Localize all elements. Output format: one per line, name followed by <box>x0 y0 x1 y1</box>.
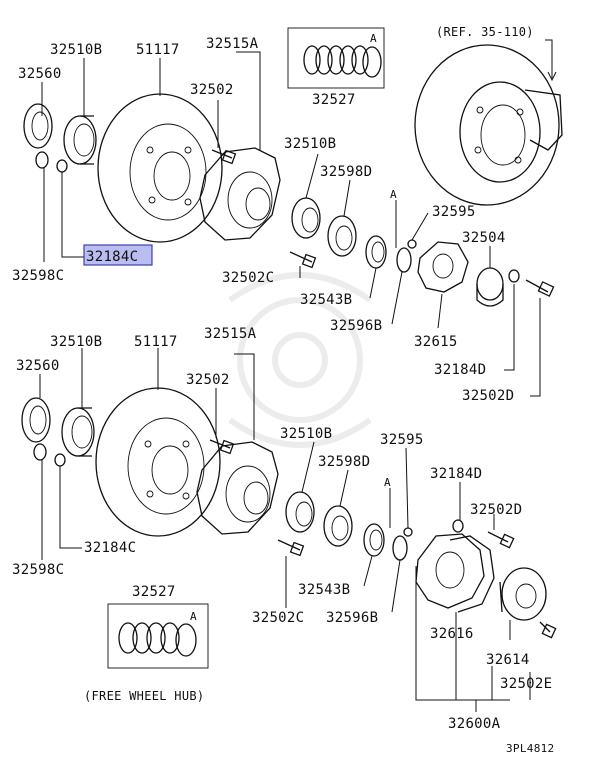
stud-bolt-32502C-upper[interactable] <box>289 251 317 269</box>
ring-32596B-lower[interactable] <box>392 535 408 561</box>
upper-label-32543B: 32543B <box>300 292 352 308</box>
upper-label-32598D: 32598D <box>320 164 372 180</box>
upper-label-51117: 51117 <box>136 42 180 58</box>
lower-label-32560: 32560 <box>16 358 60 374</box>
rotor-disc-upper[interactable] <box>97 93 223 243</box>
upper-label-32184C[interactable]: 32184C <box>86 249 138 265</box>
nut-32184C-lower[interactable] <box>54 453 66 467</box>
upper-mark-A: A <box>390 188 397 201</box>
lower-label-32614: 32614 <box>486 652 530 668</box>
pin-32595-upper[interactable] <box>407 239 417 249</box>
plug-32598C-upper[interactable] <box>35 151 49 169</box>
upper-label-32502: 32502 <box>190 82 234 98</box>
lower-label-32502C: 32502C <box>252 610 304 626</box>
lower-label-32598C: 32598C <box>12 562 64 578</box>
oil-seal-upper[interactable] <box>23 103 53 149</box>
oil-seal-lower[interactable] <box>21 397 51 443</box>
stud-bolt-32502-upper[interactable] <box>211 149 237 165</box>
upper-label-32515A: 32515A <box>206 36 259 52</box>
hub-32515A-lower[interactable] <box>196 441 279 535</box>
upper-assembly: 32510B 51117 32515A 32527 (REF. 35-110) … <box>12 25 563 404</box>
bearing-32510B-upper-2[interactable] <box>291 197 321 239</box>
upper-leader-lines <box>41 51 541 397</box>
cap-32504-upper[interactable] <box>476 267 504 307</box>
lower-label-32598D: 32598D <box>318 454 370 470</box>
upper-label-32502D: 32502D <box>462 388 514 404</box>
upper-label-ref: (REF. 35-110) <box>436 25 534 39</box>
upper-label-32502C: 32502C <box>222 270 274 286</box>
bolt-32502D-lower[interactable] <box>487 531 515 549</box>
lower-label-32502E: 32502E <box>500 676 552 692</box>
lower-label-32502: 32502 <box>186 372 230 388</box>
upper-label-32595: 32595 <box>432 204 476 220</box>
stud-bolt-32502C-lower[interactable] <box>277 539 305 557</box>
washer-32543B-upper[interactable] <box>365 235 387 269</box>
lower-label-51117: 51117 <box>134 334 178 350</box>
flange-32615-upper[interactable] <box>417 241 469 293</box>
upper-label-32615: 32615 <box>414 334 458 350</box>
highlight-32184C[interactable] <box>83 244 153 266</box>
bearing-32510B-upper[interactable] <box>63 115 97 165</box>
reference-rotor[interactable] <box>414 39 563 206</box>
nut-32184D-upper[interactable] <box>508 269 520 283</box>
upper-kit-mark-A: A <box>370 32 377 45</box>
plug-32598C-lower[interactable] <box>33 443 47 461</box>
upper-label-32504: 32504 <box>462 230 506 246</box>
lower-label-32184C: 32184C <box>84 540 136 556</box>
diagram-code: 3PL4812 <box>506 742 554 755</box>
hub-32614[interactable] <box>499 567 547 621</box>
upper-label-32596B: 32596B <box>330 318 382 334</box>
pin-32595-lower[interactable] <box>403 527 413 537</box>
lower-leader-lines <box>39 348 531 712</box>
bearing-32510B-lower[interactable] <box>61 407 95 457</box>
lower-label-32600A: 32600A <box>448 716 501 732</box>
stud-bolt-32502-lower[interactable] <box>209 439 235 455</box>
upper-label-32560: 32560 <box>18 66 62 82</box>
bolt-32502D-upper[interactable] <box>525 279 555 297</box>
lower-assembly: 32510B 51117 32515A 32560 32502 32510B 3… <box>12 326 557 732</box>
nut-32184C-upper[interactable] <box>56 159 68 173</box>
lower-label-free-wheel-hub: (FREE WHEEL HUB) <box>84 689 204 703</box>
lower-label-32596B: 32596B <box>326 610 378 626</box>
upper-label-32184D: 32184D <box>434 362 486 378</box>
lower-label-32616: 32616 <box>430 626 474 642</box>
bolt-32502E[interactable] <box>539 621 557 639</box>
kit-box-upper[interactable] <box>287 27 385 89</box>
lower-mark-A: A <box>384 476 391 489</box>
ring-32596B-upper[interactable] <box>396 247 412 273</box>
upper-label-32598C: 32598C <box>12 268 64 284</box>
lower-kit-mark-A: A <box>190 610 197 623</box>
lower-label-32502D: 32502D <box>470 502 522 518</box>
lower-label-32510B-2: 32510B <box>280 426 332 442</box>
upper-label-32510B-2: 32510B <box>284 136 336 152</box>
lower-label-32515A: 32515A <box>204 326 257 342</box>
hub-32515A-upper[interactable] <box>199 147 281 241</box>
upper-label-32527: 32527 <box>312 92 356 108</box>
lower-label-32184D: 32184D <box>430 466 482 482</box>
kit-box-lower[interactable] <box>107 603 209 669</box>
bearing-32510B-lower-2[interactable] <box>285 491 315 533</box>
lower-label-32510B: 32510B <box>50 334 102 350</box>
upper-label-32510B: 32510B <box>50 42 102 58</box>
free-wheel-hub-32616[interactable] <box>415 533 495 613</box>
washer-32543B-lower[interactable] <box>363 523 385 557</box>
lower-label-32595: 32595 <box>380 432 424 448</box>
lower-label-32543B: 32543B <box>298 582 350 598</box>
bearing-cup-32598D-upper[interactable] <box>327 215 357 257</box>
lower-label-32527: 32527 <box>132 584 176 600</box>
nut-32184D-lower[interactable] <box>452 519 464 533</box>
bearing-cup-32598D-lower[interactable] <box>323 505 353 547</box>
